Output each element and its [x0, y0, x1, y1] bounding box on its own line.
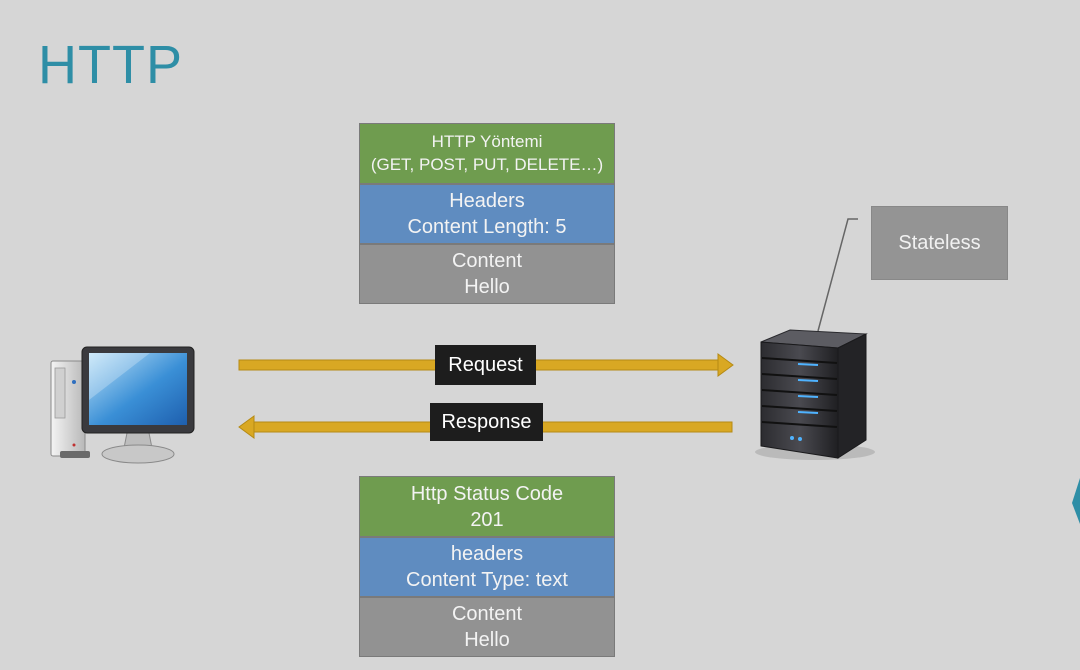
server-rack-icon [755, 329, 875, 460]
response-content-title: Content [451, 603, 523, 625]
edge-decoration [1072, 478, 1080, 524]
request-headers-block: Headers Content Length: 5 [359, 184, 615, 244]
response-status-block: Http Status Code 201 [359, 476, 615, 537]
stateless-callout: Stateless [871, 206, 1008, 280]
desktop-computer-icon [50, 346, 195, 464]
slide-title: HTTP [38, 35, 183, 95]
response-label: Response [430, 403, 543, 441]
response-headers-title: headers [450, 543, 524, 565]
request-headers-title: Headers [449, 190, 525, 212]
response-headers-value: Content Type: text [406, 569, 568, 591]
response-status-title: Http Status Code [410, 482, 564, 505]
callout-line [817, 218, 858, 332]
response-content-value: Hello [464, 629, 510, 651]
response-content-block: Content Hello [359, 597, 615, 657]
request-content-block: Content Hello [359, 244, 615, 304]
request-content-title: Content [451, 250, 523, 272]
request-content-value: Hello [464, 276, 510, 298]
request-label: Request [435, 345, 536, 385]
request-method-block: HTTP Yöntemi (GET, POST, PUT, DELETE…) [359, 123, 615, 184]
response-headers-block: headers Content Type: text [359, 537, 615, 597]
response-status-value: 201 [470, 508, 504, 531]
request-headers-value: Content Length: 5 [407, 216, 567, 238]
request-method-title: HTTP Yöntemi [431, 132, 543, 152]
request-method-list: (GET, POST, PUT, DELETE…) [370, 154, 604, 174]
